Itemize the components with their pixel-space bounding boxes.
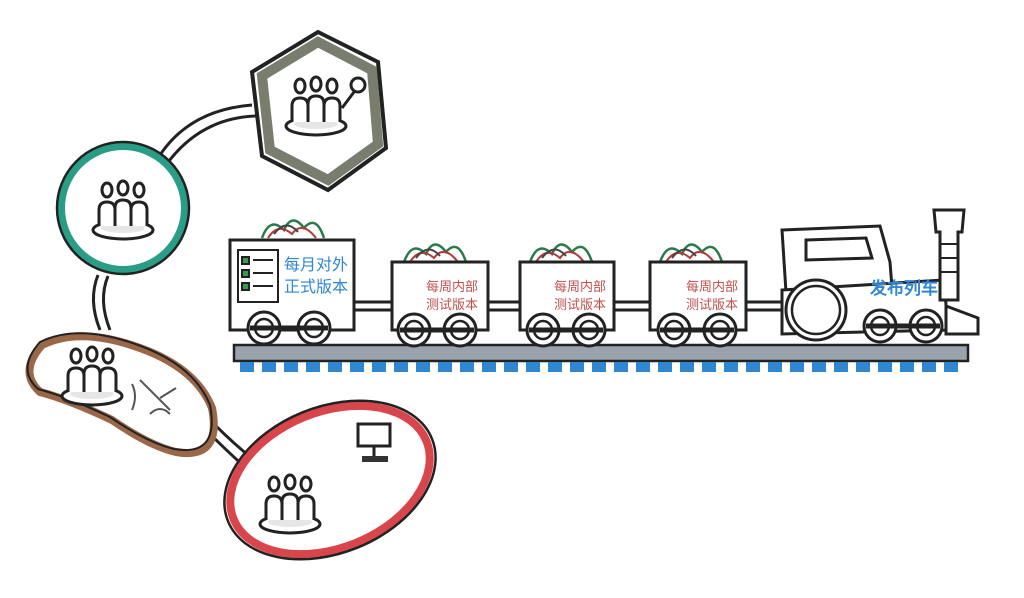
rail-sleeper	[680, 362, 694, 372]
rail-sleeper	[262, 362, 276, 372]
test-car-1: 每周内部 测试版本	[390, 243, 490, 348]
rail-sleeper	[394, 362, 408, 372]
car-3-label-line1: 每周内部	[686, 279, 738, 295]
car-3-label-line2: 测试版本	[686, 298, 738, 313]
rail-sleeper	[504, 362, 518, 372]
engine-label: 发布列车	[869, 278, 938, 299]
rail-sleeper	[702, 362, 716, 372]
microphone-icon	[340, 76, 367, 109]
rail-sleeper	[768, 362, 782, 372]
car-2-label-line1: 每周内部	[554, 279, 606, 295]
team-ellipse	[223, 399, 437, 561]
front-car: 每月对外 正式版本	[228, 219, 356, 346]
rail-sleeper	[438, 362, 452, 372]
monitor-icon	[356, 422, 392, 462]
car-2-label-line2: 测试版本	[554, 298, 606, 313]
rail-sleeper	[526, 362, 540, 372]
rail-sleeper	[372, 362, 386, 372]
front-car-label-line2: 正式版本	[284, 277, 348, 296]
rail-sleeper	[240, 362, 254, 372]
rail-sleeper	[592, 362, 606, 372]
front-car-label-line1: 每月对外	[284, 255, 348, 274]
rail-sleeper	[812, 362, 826, 372]
car-1-label-line2: 测试版本	[426, 298, 478, 313]
rail-sleeper	[482, 362, 496, 372]
test-car-2: 每周内部 测试版本	[518, 243, 616, 348]
tools-icon	[131, 379, 177, 415]
locomotive: 发布列车	[780, 208, 980, 344]
rail-sleeper	[746, 362, 760, 372]
rail-sleeper	[790, 362, 804, 372]
car-1-label-line1: 每周内部	[426, 279, 478, 295]
team-circle	[55, 140, 191, 276]
rail-sleeper	[724, 362, 738, 372]
rail-sleeper	[306, 362, 320, 372]
rail-sleepers	[240, 362, 958, 372]
checklist-icon	[237, 249, 279, 303]
rail-sleeper	[570, 362, 584, 372]
railway-track	[232, 343, 970, 372]
people-icon	[91, 179, 155, 241]
rail-sleeper	[856, 362, 870, 372]
rail-sleeper	[548, 362, 562, 372]
team-hexagon	[249, 29, 389, 193]
people-icon	[60, 345, 124, 407]
cargo-lumps	[658, 243, 724, 264]
team-bean	[25, 332, 218, 457]
rail-sleeper	[614, 362, 628, 372]
rail-sleeper	[284, 362, 298, 372]
rail-sleeper	[878, 362, 892, 372]
rail-sleeper	[944, 362, 958, 372]
rail-sleeper	[416, 362, 430, 372]
rail-sleeper	[834, 362, 848, 372]
people-icon	[258, 473, 322, 535]
rail-sleeper	[460, 362, 474, 372]
rail-sleeper	[658, 362, 672, 372]
rail-sleeper	[636, 362, 650, 372]
people-icon	[284, 75, 348, 137]
test-car-3: 每周内部 测试版本	[648, 243, 748, 348]
cargo-lumps	[528, 243, 594, 264]
rail-sleeper	[328, 362, 342, 372]
rail-sleeper	[350, 362, 364, 372]
rail-sleeper	[900, 362, 914, 372]
rail-sleeper	[922, 362, 936, 372]
cargo-lumps	[260, 219, 326, 240]
cargo-lumps	[402, 243, 468, 264]
